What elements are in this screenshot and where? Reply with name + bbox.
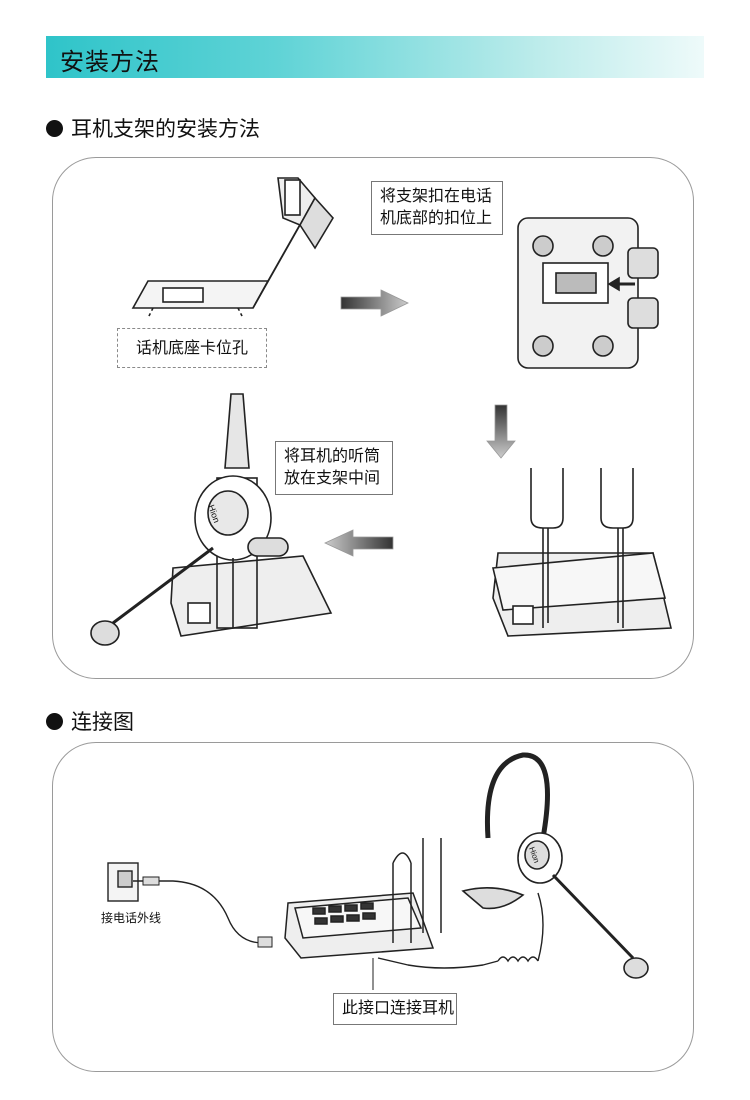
coiled-cord — [497, 956, 539, 963]
arrow-down-icon — [486, 404, 516, 459]
page-title: 安装方法 — [60, 48, 160, 76]
rj11-plug-icon — [142, 876, 160, 886]
phone-with-bracket-illustration — [492, 468, 673, 637]
phone-line-cable — [133, 880, 264, 944]
connection-diagram-illustration: Hion — [107, 752, 649, 990]
phone-underside-illustration — [517, 217, 659, 369]
wall-jack-label: 接电话外线 — [101, 911, 162, 925]
phone-with-headset-illustration — [90, 393, 333, 646]
headset-illustration — [461, 752, 649, 979]
connection-diagram-panel: Hion 接电话外线 此接口连接耳机 — [52, 742, 694, 1072]
section-title-bracket-text: 耳机支架的安装方法 — [71, 117, 260, 141]
wall-jack-icon — [107, 862, 139, 902]
bracket-installation-illustration: Hion — [90, 177, 673, 646]
callout-base-holes: 话机底座卡位孔 — [117, 328, 267, 368]
section-title-connection: 连接图 — [46, 706, 134, 736]
page-header-bar: 安装方法 — [46, 36, 704, 78]
headset-cable — [377, 957, 499, 969]
callout-headset-port: 此接口连接耳机 — [333, 993, 457, 1025]
callout-place-handset: 将耳机的听筒 放在支架中间 — [275, 441, 393, 495]
desk-phone-illustration — [284, 838, 442, 959]
bracket-illustration — [131, 177, 334, 319]
section-title-connection-text: 连接图 — [71, 710, 134, 734]
callout-clip-line2: 机底部的扣位上 — [380, 208, 493, 227]
callout-base-holes-text: 话机底座卡位孔 — [135, 338, 248, 357]
bracket-installation-panel: Hion 话机底座卡位孔 将支架扣在电话 机底部的扣位上 将耳机的听筒 放在支架… — [52, 157, 694, 679]
callout-handset-line2: 放在支架中间 — [284, 468, 381, 487]
rj11-plug-icon — [257, 936, 273, 948]
bullet-dot-icon — [46, 712, 63, 730]
callout-clip-bracket: 将支架扣在电话 机底部的扣位上 — [371, 181, 503, 235]
callout-clip-line1: 将支架扣在电话 — [380, 186, 493, 205]
arrow-left-icon — [324, 529, 394, 557]
callout-handset-line1: 将耳机的听筒 — [284, 446, 381, 465]
callout-headset-port-text: 此接口连接耳机 — [342, 998, 455, 1017]
arrow-right-icon — [340, 289, 409, 317]
section-title-bracket: 耳机支架的安装方法 — [46, 113, 260, 143]
bullet-dot-icon — [46, 119, 63, 137]
